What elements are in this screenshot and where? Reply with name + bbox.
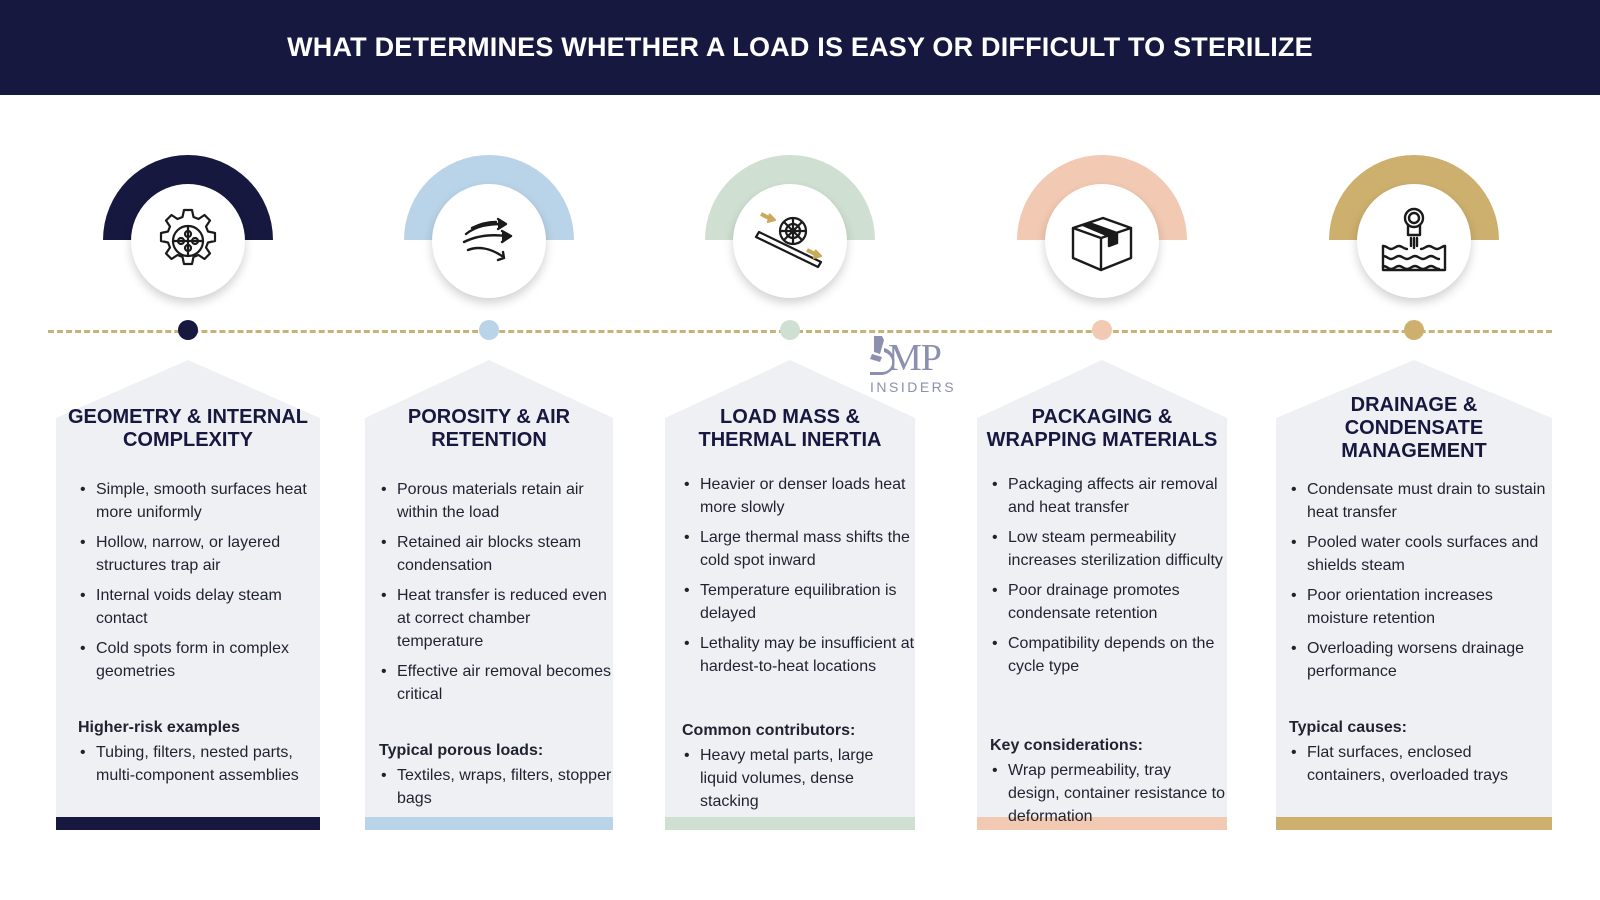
list-item: Poor drainage promotes condensate retent… [990,579,1227,625]
list-item: Heat transfer is reduced even at correct… [379,584,613,653]
card-title: DRAINAGE & CONDENSATE MANAGEMENT [1276,394,1552,463]
microscope-icon [870,336,895,375]
card-title-line: RETENTION [431,429,547,451]
card-title-line: LOAD MASS & [720,406,860,428]
list-item: Simple, smooth surfaces heat more unifor… [78,478,314,524]
icon-badge [1357,184,1471,298]
list-item: Hollow, narrow, or layered structures tr… [78,531,314,577]
column-load-mass: LOAD MASS & THERMAL INERTIA Heavier or d… [665,0,915,900]
column-geometry: GEOMETRY & INTERNAL COMPLEXITY Simple, s… [56,0,320,900]
card-accent-bar [1276,817,1552,830]
package-box-icon [1071,216,1133,272]
sub-heading: Higher-risk examples [78,719,240,736]
card-accent-bar [56,817,320,830]
sub-list: Textiles, wraps, filters, stopper bags [379,764,613,810]
card-accent-bar [365,817,613,830]
column-packaging: PACKAGING & WRAPPING MATERIALS Packaging… [977,0,1227,900]
card-title-line: THERMAL INERTIA [698,429,882,451]
list-item: Overloading worsens drainage performance [1289,637,1549,683]
card-title-line: CONDENSATE [1344,417,1484,439]
logo-subtitle: INSIDERS [870,379,957,395]
timeline-node [780,320,800,340]
list-item: Lethality may be insufficient at hardest… [682,632,915,678]
list-item: Poor orientation increases moisture rete… [1289,584,1549,630]
sub-list: Wrap permeability, tray design, containe… [990,759,1227,828]
list-item: Porous materials retain air within the l… [379,478,613,524]
timeline-node [1404,320,1424,340]
header-banner: WHAT DETERMINES WHETHER A LOAD IS EASY O… [0,0,1600,95]
gmp-insiders-logo: MP INSIDERS [868,334,978,400]
list-item: Temperature equilibration is delayed [682,579,915,625]
list-item: Condensate must drain to sustain heat tr… [1289,478,1549,524]
list-item: Internal voids delay steam contact [78,584,314,630]
list-item: Pooled water cools surfaces and shields … [1289,531,1549,577]
bullet-list: Packaging affects air removal and heat t… [990,473,1227,685]
list-item: Heavier or denser loads heat more slowly [682,473,915,519]
card-title-line: GEOMETRY & INTERNAL [67,406,308,428]
column-drainage: DRAINAGE & CONDENSATE MANAGEMENT Condens… [1276,0,1552,900]
page-title: WHAT DETERMINES WHETHER A LOAD IS EASY O… [287,32,1313,62]
gear-puzzle-icon [159,208,217,266]
timeline-dashed-line [48,330,1552,333]
sub-list: Heavy metal parts, large liquid volumes,… [682,744,892,813]
timeline-node [1092,320,1112,340]
sub-heading: Typical causes: [1289,719,1407,736]
card-title: LOAD MASS & THERMAL INERTIA [665,406,915,452]
list-item: Wrap permeability, tray design, containe… [990,759,1227,828]
sub-list: Flat surfaces, enclosed containers, over… [1289,741,1549,787]
card-title-line: DRAINAGE & [1350,394,1478,416]
list-item: Low steam permeability increases sterili… [990,526,1227,572]
card-title-line: PACKAGING & [1031,406,1173,428]
bullet-list: Condensate must drain to sustain heat tr… [1289,478,1549,690]
card-title: POROSITY & AIR RETENTION [365,406,613,452]
column-porosity: POROSITY & AIR RETENTION Porous material… [365,0,613,900]
list-item: Large thermal mass shifts the cold spot … [682,526,915,572]
sub-list: Tubing, filters, nested parts, multi-com… [78,741,314,787]
bullet-list: Simple, smooth surfaces heat more unifor… [78,478,314,690]
logo-wordmark: MP [888,337,942,379]
sub-heading: Key considerations: [990,737,1143,754]
thermal-mass-icon [754,212,823,269]
list-item: Retained air blocks steam condensation [379,531,613,577]
card-accent-bar [665,817,915,830]
sub-heading: Common contributors: [682,722,856,739]
sub-heading: Typical porous loads: [379,742,544,759]
icon-badge [131,184,245,298]
timeline-node [479,320,499,340]
list-item: Compatibility depends on the cycle type [990,632,1227,678]
card-title: PACKAGING & WRAPPING MATERIALS [977,406,1227,452]
air-flow-arrows-icon [462,217,513,262]
card-title: GEOMETRY & INTERNAL COMPLEXITY [56,406,320,452]
list-item: Effective air removal becomes critical [379,660,613,706]
card-title-line: POROSITY & AIR [407,406,571,428]
list-item: Packaging affects air removal and heat t… [990,473,1227,519]
icon-badge [1045,184,1159,298]
card-title-line: COMPLEXITY [122,429,253,451]
list-item: Flat surfaces, enclosed containers, over… [1289,741,1549,787]
icon-badge [733,184,847,298]
bullet-list: Porous materials retain air within the l… [379,478,613,713]
list-item: Textiles, wraps, filters, stopper bags [379,764,613,810]
list-item: Tubing, filters, nested parts, multi-com… [78,741,314,787]
drainage-water-icon [1381,207,1447,272]
bullet-list: Heavier or denser loads heat more slowly… [682,473,915,685]
card-title-line: WRAPPING MATERIALS [986,429,1218,451]
list-item: Cold spots form in complex geometries [78,637,314,683]
timeline-node [178,320,198,340]
list-item: Heavy metal parts, large liquid volumes,… [682,744,892,813]
icon-badge [432,184,546,298]
card-title-line: MANAGEMENT [1341,440,1487,462]
